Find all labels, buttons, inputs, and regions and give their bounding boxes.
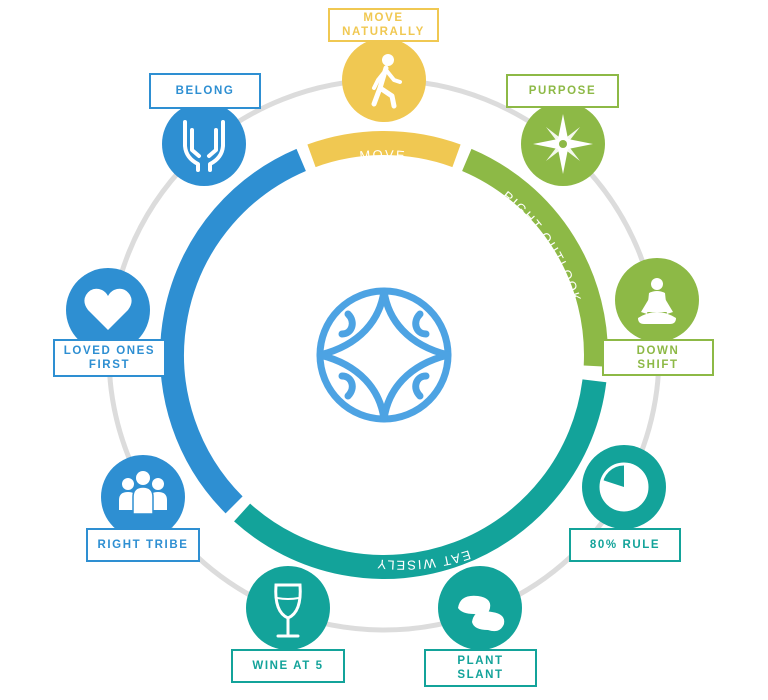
segment-move <box>307 131 461 168</box>
purpose-label-line: PURPOSE <box>528 85 597 97</box>
open-hands-icon <box>183 120 225 172</box>
belong-label-line: BELONG <box>175 85 235 97</box>
wine-at-5-label: WINE AT 5 <box>231 649 345 683</box>
down-shift-label-line: SHIFT <box>637 358 679 371</box>
move-naturally-label-line: MOVE <box>363 12 404 24</box>
wine-at-5-label-line: WINE AT 5 <box>252 660 324 672</box>
wine-at-5-circle <box>246 566 330 650</box>
pie-80-icon <box>599 462 649 512</box>
plant-slant-label-line: SLANT <box>457 669 504 681</box>
right-tribe-label-line: RIGHT TRIBE <box>97 539 189 551</box>
walking-person-icon <box>371 54 402 109</box>
heart-icon <box>84 288 132 330</box>
rule-80-label: 80% RULE <box>569 528 681 562</box>
belong-circle <box>162 102 246 186</box>
loved-ones-first-label-line: FIRST <box>88 359 131 371</box>
purpose-label: PURPOSE <box>506 74 619 108</box>
center-logo-icon <box>316 287 452 423</box>
segment-label-move: MOVE <box>359 147 407 163</box>
compass-star-icon <box>533 114 593 174</box>
wine-glass-icon <box>274 583 302 638</box>
segment-label-connect: CONNECT <box>194 264 240 341</box>
move-naturally-label: MOVE NATURALLY <box>328 8 439 42</box>
loved-ones-first-label-line: LOVED ONES <box>63 345 156 357</box>
rule-80-label-line: 80% RULE <box>589 539 661 551</box>
loved-ones-first-label: LOVED ONES FIRST <box>53 339 166 377</box>
plant-slant-label: PLANT SLANT <box>424 649 537 687</box>
belong-label: BELONG <box>149 73 261 109</box>
segment-connect <box>160 148 306 514</box>
move-naturally-label-line: NATURALLY <box>342 26 425 38</box>
group-people-icon <box>119 471 167 515</box>
segment-eat-wisely <box>234 379 607 579</box>
segment-right-outlook <box>462 148 608 367</box>
down-shift-label-line: DOWN <box>636 344 680 357</box>
beans-icon <box>458 595 505 632</box>
plant-slant-label-line: PLANT <box>457 655 504 667</box>
right-tribe-label: RIGHT TRIBE <box>86 528 200 562</box>
meditation-icon <box>638 278 676 324</box>
